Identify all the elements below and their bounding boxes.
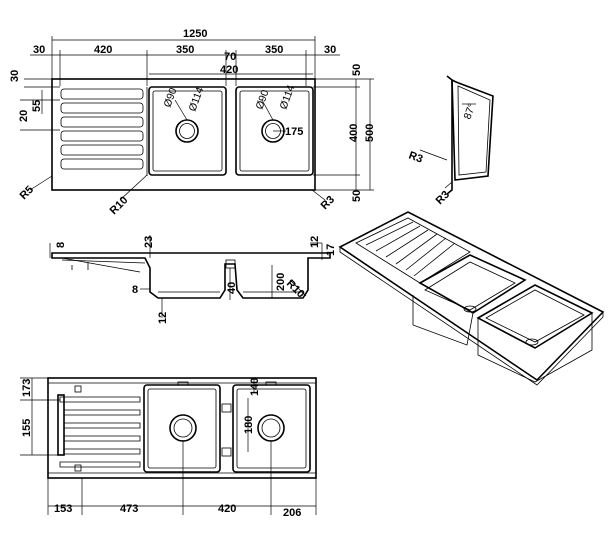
iso-top-surface (338, 211, 605, 382)
iso-drainer (355, 217, 471, 284)
iso-edge (339, 247, 604, 386)
plan-left-bowl (148, 86, 227, 176)
r10-leader (119, 174, 148, 201)
dim-drainer-to-bowl: 420 (220, 64, 238, 76)
bottom-left-bowl (143, 384, 221, 473)
section-dim-17: 17 (325, 244, 337, 256)
left-waste-leader (174, 99, 188, 121)
side-profile-outline (451, 78, 494, 181)
section-dim-8-top: 8 (55, 242, 67, 248)
plan-left-waste-inner (179, 123, 195, 139)
section-dim-12-bottom: 12 (157, 312, 169, 324)
dim-20: 20 (18, 110, 30, 122)
left-waste-90: Ø90 (162, 86, 180, 109)
side-profile-view: 87° R3 R3 (407, 75, 494, 207)
side-r3-top: R3 (407, 150, 424, 166)
dim-overall-width: 1250 (183, 28, 207, 40)
bottom-dim-206: 206 (283, 507, 301, 519)
section-dim-12-top: 12 (309, 236, 321, 248)
left-waste-114: Ø114 (187, 85, 207, 113)
dim-right-50-top: 50 (351, 64, 363, 76)
radius-r3: R3 (319, 194, 337, 212)
plan-right-bowl-inner (239, 90, 310, 172)
plan-left-bowl-inner (152, 90, 223, 172)
plan-sink-outline (51, 78, 316, 191)
dim-margin-left: 30 (33, 44, 45, 56)
plan-right-bowl (235, 86, 314, 176)
bottom-dim-180: 180 (243, 416, 255, 434)
side-r3-bottom-leader (444, 181, 453, 189)
radius-r10: R10 (108, 194, 131, 217)
section-r10-leader (289, 279, 307, 297)
dim-right-500: 500 (364, 124, 376, 142)
isometric-view (338, 211, 605, 386)
dim-right-400: 400 (348, 124, 360, 142)
plan-top-dimensions (30, 36, 340, 86)
right-waste-leader (261, 99, 274, 121)
plan-left-dimensions (20, 78, 60, 131)
r3-leader (311, 189, 326, 201)
section-dim-8-left: 8 (132, 284, 138, 296)
dim-right-50-bottom: 50 (351, 190, 363, 202)
bottom-drainer-ribs (57, 385, 141, 472)
bottom-dim-153: 153 (54, 503, 72, 515)
bottom-dim-173: 173 (21, 379, 33, 397)
r5-leader (29, 175, 53, 191)
section-view: 8 23 12 17 8 40 200 R10 12 (49, 235, 337, 324)
bottom-view: 173 155 140 180 153 473 420 206 (20, 377, 317, 519)
radius-r5: R5 (18, 184, 36, 202)
side-profile-inner (457, 85, 491, 176)
section-dim-40: 40 (226, 282, 238, 294)
dim-30-top: 30 (9, 70, 21, 82)
dim-bowl-left-width: 350 (176, 44, 194, 56)
dim-margin-right: 30 (324, 44, 336, 56)
bottom-dimension-lines (20, 377, 317, 515)
waste-offset: 175 (285, 126, 303, 138)
plan-drainer-grooves (60, 88, 144, 170)
section-dim-200: 200 (275, 273, 287, 291)
dim-55: 55 (31, 100, 43, 112)
iso-right-bowl (476, 284, 594, 383)
bottom-dim-473: 473 (120, 503, 138, 515)
bottom-dim-140: 140 (249, 378, 261, 396)
bottom-sink-outline (47, 377, 317, 479)
bottom-dim-155: 155 (21, 419, 33, 437)
section-overflow (225, 259, 236, 269)
side-angle: 87° (462, 102, 479, 121)
section-dim-23: 23 (143, 236, 155, 248)
side-r3-top-leader (419, 149, 448, 161)
plan-right-dimensions (313, 78, 374, 191)
right-waste-90: Ø90 (254, 88, 272, 111)
iso-left-bowl (412, 254, 527, 346)
bottom-dim-420: 420 (218, 503, 236, 515)
plan-view: 1250 30 420 350 70 350 30 420 30 55 20 R… (9, 28, 376, 217)
section-drainer-line (61, 259, 146, 264)
section-outline (51, 252, 331, 299)
side-profile-flange (446, 75, 453, 195)
dim-bowl-gap: 70 (224, 51, 236, 63)
dim-drainer-width: 420 (94, 44, 112, 56)
dim-bowl-right-width: 350 (265, 44, 283, 56)
